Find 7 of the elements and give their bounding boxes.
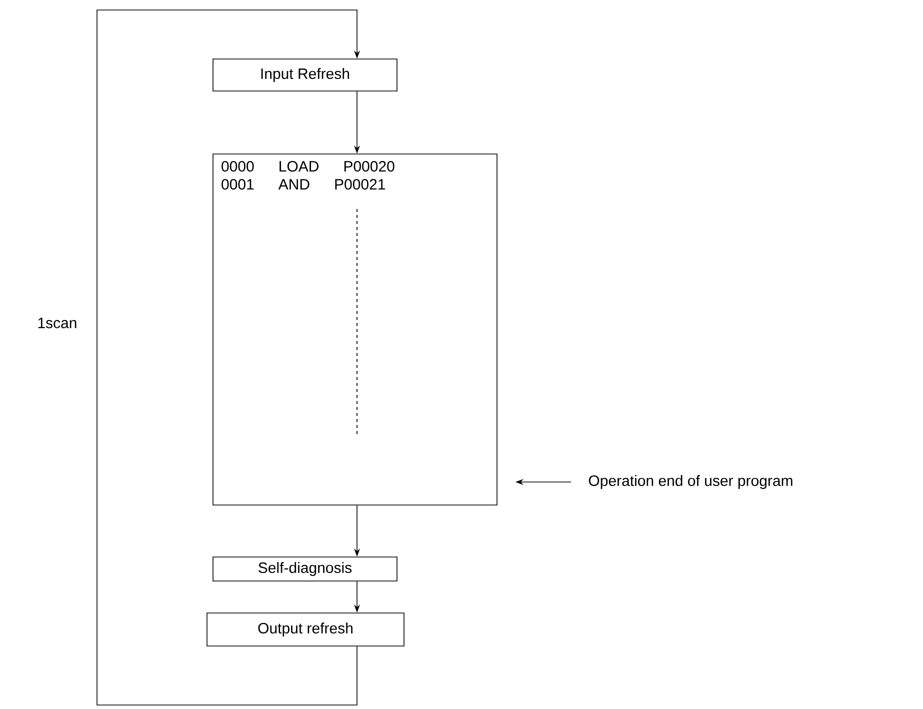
program-box: 0000 LOAD P00020 0001 AND P00021 [212,154,498,506]
process-box: Self-diagnosis [212,556,398,582]
process-box: Input Refresh [212,58,398,92]
process-box: Output refresh [206,612,404,646]
arrow [96,10,360,706]
scan-label: 1scan [38,318,76,328]
annotation-text: Operation end of user program [588,475,792,489]
